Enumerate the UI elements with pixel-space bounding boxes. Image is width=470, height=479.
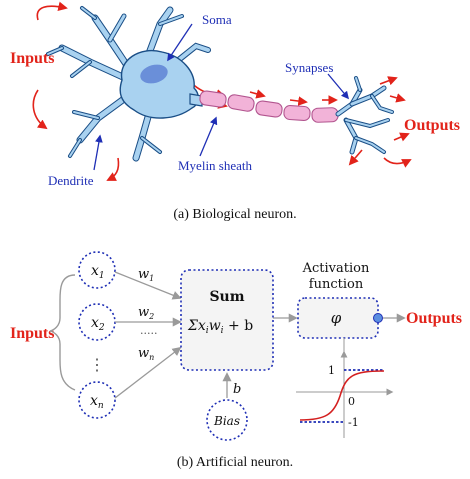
bio-caption: (a) Biological neuron.	[173, 207, 296, 222]
label-pointers	[93, 23, 349, 171]
axon-terminals	[335, 76, 394, 155]
tick-1: 1	[328, 364, 335, 377]
bio-outputs-label: Outputs	[404, 117, 460, 134]
soma-body	[119, 50, 199, 119]
activation-title-1: Activation	[302, 261, 370, 276]
bio-inputs-label: Inputs	[10, 50, 54, 67]
soma-label: Soma	[202, 12, 232, 27]
phi-label: φ	[331, 309, 342, 327]
vertical-dots: ⋮	[89, 355, 105, 374]
w1-label: w1	[138, 267, 154, 283]
weight-lines	[114, 271, 182, 399]
axon-signal-arrows	[249, 89, 338, 106]
output-dot	[373, 313, 383, 323]
dendrite-label: Dendrite	[48, 173, 94, 188]
wn-label: wn	[138, 346, 154, 362]
art-caption: (b) Artificial neuron.	[177, 455, 293, 470]
activation-plot: 1 0 -1	[296, 338, 394, 438]
tick-m1: -1	[348, 416, 359, 429]
xn-label: xn	[90, 393, 104, 411]
biological-neuron: Inputs Soma Synapses Outputs Dendrite My…	[10, 1, 460, 222]
bias-input-label: b	[233, 382, 241, 397]
myelin-sheath-label: Myelin sheath	[178, 158, 253, 173]
bias-node	[206, 399, 248, 441]
input-brace	[49, 274, 76, 391]
output-arrows	[348, 76, 412, 168]
myelin-segments	[199, 90, 339, 123]
activation-title-2: function	[309, 277, 364, 292]
art-outputs-label: Outputs	[406, 310, 462, 327]
synapses-label: Synapses	[285, 60, 333, 75]
w-dots: .....	[140, 324, 157, 337]
sum-formula: Σxiwi + b	[187, 318, 253, 336]
x1-label: x1	[91, 263, 105, 281]
artificial-neuron: Inputs x1 x2 ⋮ xn w1 w2 ..... wn Sum Σxi…	[10, 251, 462, 470]
activation-box	[297, 297, 379, 339]
sum-box	[180, 269, 274, 371]
sum-title: Sum	[209, 289, 244, 305]
axon-hillock	[189, 93, 203, 107]
art-inputs-label: Inputs	[10, 325, 54, 342]
tick-0: 0	[348, 395, 355, 408]
bias-label: Bias	[213, 414, 240, 428]
input-node-x1	[78, 251, 116, 289]
input-node-xn	[78, 381, 116, 419]
w2-label: w2	[138, 305, 154, 321]
x2-label: x2	[91, 315, 105, 333]
dendrites	[46, 6, 211, 162]
nucleus	[140, 64, 168, 84]
sigmoid-curve	[299, 370, 385, 421]
